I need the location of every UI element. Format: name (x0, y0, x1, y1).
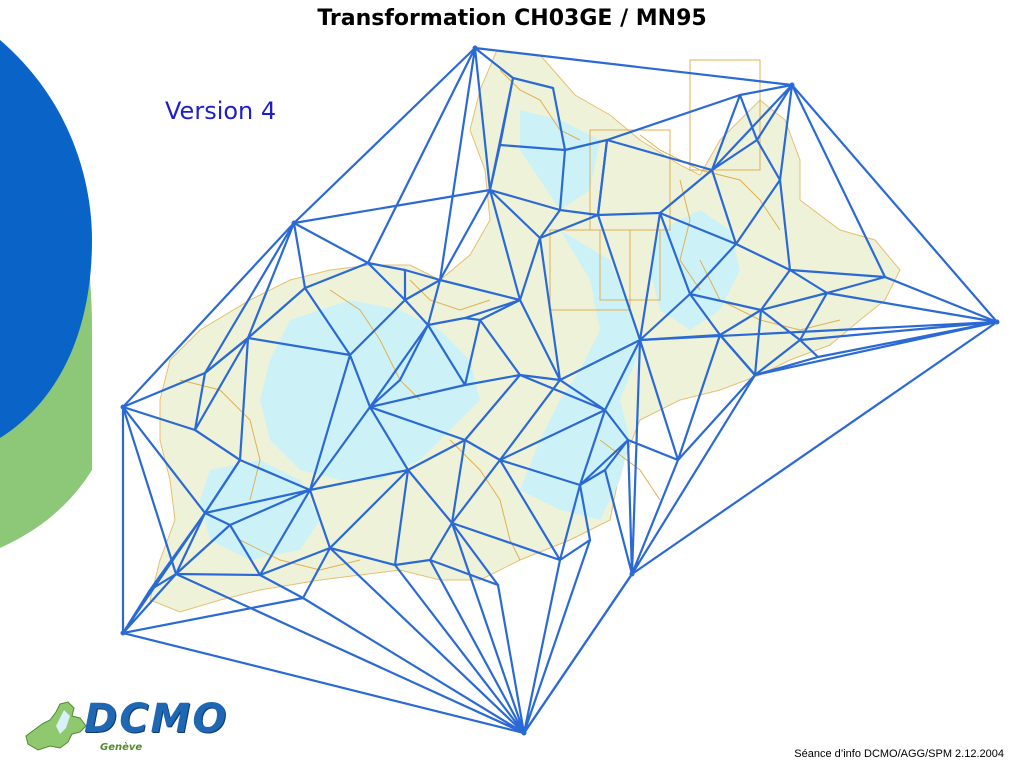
geneva-silhouette-icon (25, 701, 87, 751)
triangulation-mesh (121, 46, 999, 735)
footer-text: Séance d’info DCMO/AGG/SPM 2.12.2004 (794, 748, 1004, 760)
logo-subtitle: Genève (100, 742, 143, 753)
lake-zones (200, 110, 740, 560)
version-label: Version 4 (165, 97, 277, 125)
logo-text: DCMO (84, 696, 229, 742)
dcmo-logo: DCMO Genève (22, 696, 282, 760)
page-title: Transformation CH03GE / MN95 (317, 6, 707, 31)
commune-boundaries (179, 59, 841, 571)
mesh-vertices (120, 45, 1000, 736)
